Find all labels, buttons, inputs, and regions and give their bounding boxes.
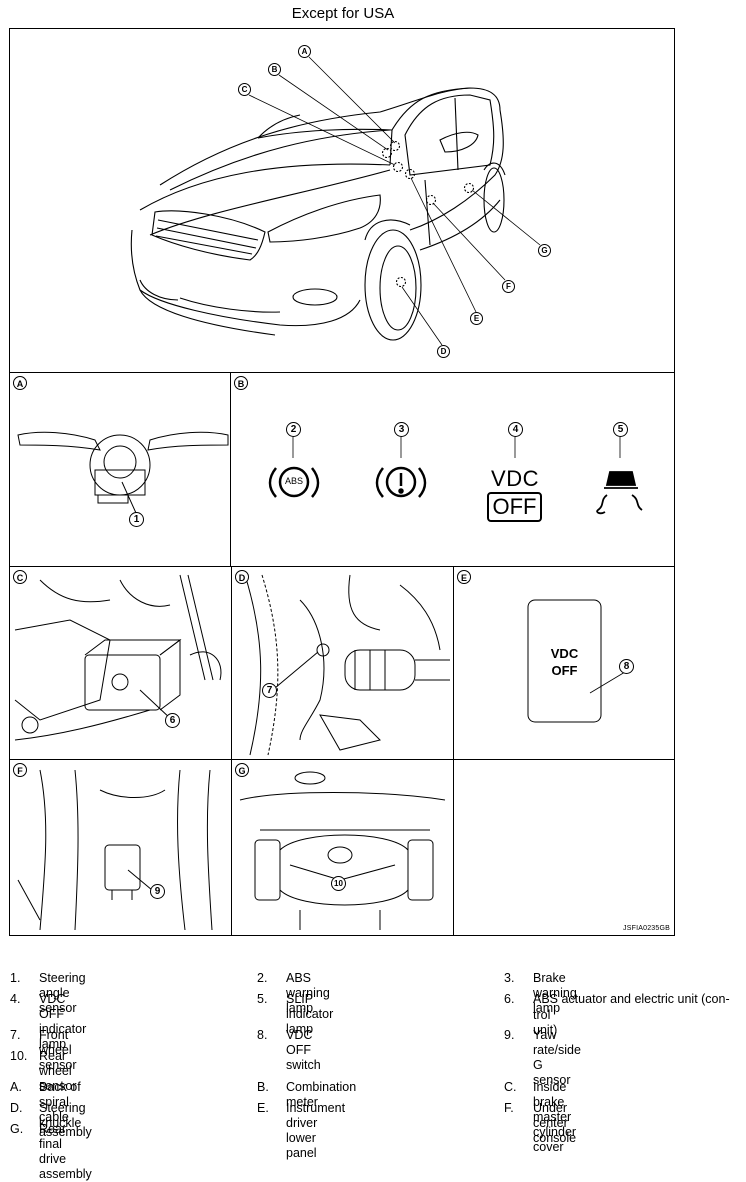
panel-label-c: C bbox=[13, 570, 27, 584]
callout-b: B bbox=[268, 63, 281, 76]
panel-label-a: A bbox=[13, 376, 27, 390]
switch-text-off: OFF bbox=[551, 663, 578, 678]
divider-top bbox=[10, 372, 674, 373]
callout-6: 6 bbox=[165, 713, 180, 728]
abs-actuator-illustration bbox=[14, 574, 222, 741]
brake-lamp-symbol bbox=[375, 466, 427, 498]
switch-text-vdc: VDC bbox=[550, 646, 579, 661]
panel-label-g: G bbox=[235, 763, 249, 777]
panel-label-d: D bbox=[235, 570, 249, 584]
callout-a: A bbox=[298, 45, 311, 58]
slip-lamp-symbol bbox=[596, 471, 643, 515]
divider-cd bbox=[231, 566, 232, 936]
abs-lamp-text: ABS bbox=[284, 476, 303, 486]
rear-drive-illustration bbox=[239, 771, 446, 930]
diagram-frame bbox=[9, 28, 675, 936]
callout-4: 4 bbox=[508, 422, 523, 437]
switch-leader bbox=[589, 671, 626, 694]
divider-mid1 bbox=[10, 566, 674, 567]
abs-lamp-symbol bbox=[268, 466, 320, 498]
yaw-sensor-illustration bbox=[17, 769, 213, 931]
callout-2: 2 bbox=[286, 422, 301, 437]
spiral-cable-illustration bbox=[17, 431, 229, 514]
divider-de bbox=[453, 566, 454, 936]
callout-7: 7 bbox=[262, 683, 277, 698]
diagram-drawing bbox=[14, 56, 643, 931]
panel-label-f: F bbox=[13, 763, 27, 777]
lamp-leaders bbox=[292, 437, 621, 458]
car-illustration bbox=[130, 87, 506, 341]
vdc-lamp-text: VDC bbox=[491, 466, 539, 491]
vdc-off-switch-outline bbox=[527, 599, 602, 723]
callout-8: 8 bbox=[619, 659, 634, 674]
off-lamp-text: OFF bbox=[492, 494, 537, 519]
callout-3: 3 bbox=[394, 422, 409, 437]
callout-e: E bbox=[470, 312, 483, 325]
callout-f: F bbox=[502, 280, 515, 293]
callout-5: 5 bbox=[613, 422, 628, 437]
callout-g: G bbox=[538, 244, 551, 257]
panel-label-b: B bbox=[234, 376, 248, 390]
figure-title: Except for USA bbox=[291, 5, 395, 22]
car-leaders bbox=[248, 56, 541, 346]
off-box bbox=[487, 492, 542, 522]
steering-knuckle-illustration bbox=[244, 574, 450, 756]
callout-1: 1 bbox=[129, 512, 144, 527]
callout-c: C bbox=[238, 83, 251, 96]
divider-ab bbox=[230, 372, 231, 566]
callout-d: D bbox=[437, 345, 450, 358]
figure-id: JSFIA0235GB bbox=[623, 925, 670, 932]
panel-label-e: E bbox=[457, 570, 471, 584]
divider-mid2 bbox=[10, 759, 674, 760]
callout-9: 9 bbox=[150, 884, 165, 899]
callout-10: 10 bbox=[331, 876, 346, 891]
